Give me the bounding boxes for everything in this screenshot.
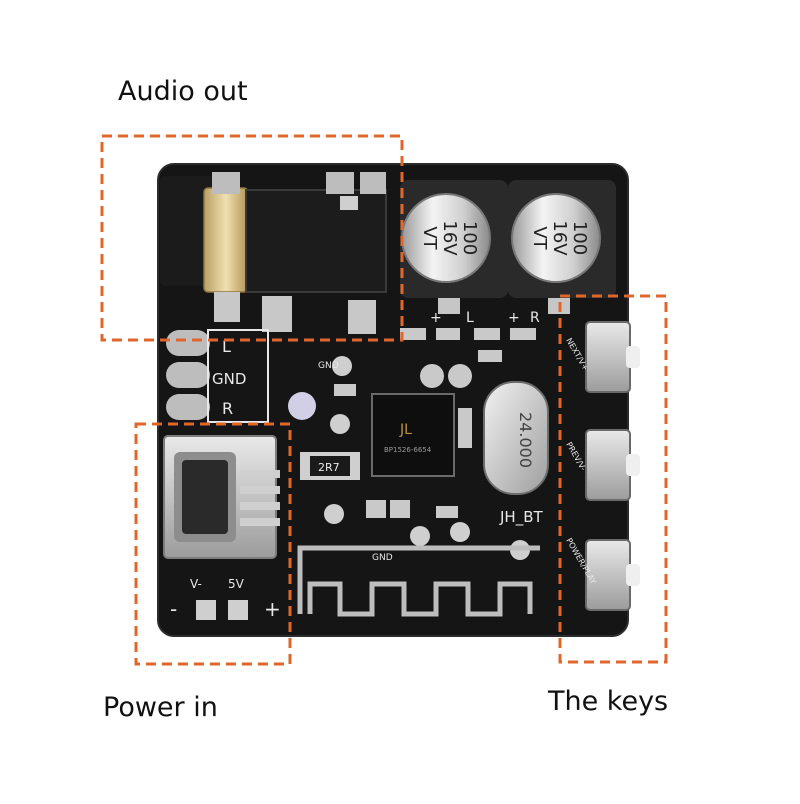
power-in-label: Power in	[103, 692, 218, 723]
power-pads: V- 5V - +	[170, 577, 281, 621]
power-label-5v: 5V	[228, 577, 245, 591]
model-label: JH_BT	[499, 508, 543, 527]
capacitor-right: 100 16V VT	[508, 180, 616, 314]
cap-right-line2: 16V	[549, 220, 570, 256]
bluetooth-chip: JL BP1526-6654	[371, 393, 455, 477]
audio-out-label: Audio out	[118, 76, 248, 107]
power-label-minus: V-	[190, 577, 202, 591]
polarity-l: L	[466, 310, 474, 326]
pin-label-gnd: GND	[212, 370, 246, 388]
pin-label-r: R	[222, 399, 233, 418]
polarity-plus-r: +	[508, 310, 520, 326]
polarity-plus-l: +	[430, 310, 442, 326]
cap-left-line2: 16V	[439, 220, 460, 256]
chip-mark: JL	[399, 422, 412, 438]
audio-out-callout-box	[100, 134, 404, 342]
crystal-oscillator: 24.000	[483, 381, 549, 495]
side-keys: NEXT/V+ PREV/V- POWER/PLAY	[564, 321, 640, 611]
power-sign-plus: +	[264, 597, 281, 621]
the-keys-label: The keys	[548, 686, 669, 717]
cap-right-line1: 100	[569, 221, 590, 255]
cap-left-line1: 100	[459, 221, 480, 255]
micro-usb-port	[163, 435, 280, 559]
chip-code: BP1526-6654	[384, 446, 432, 454]
capacitor-left: 100 16V VT	[400, 180, 508, 314]
polarity-r: R	[530, 310, 540, 326]
cap-left-line3: VT	[419, 226, 440, 250]
power-in-callout-box	[134, 422, 292, 666]
keys-callout-box	[558, 294, 668, 664]
antenna-trace	[297, 545, 540, 617]
power-sign-minus: -	[170, 597, 177, 621]
inductor-label: 2R7	[318, 461, 340, 474]
pin-label-l: L	[222, 337, 231, 356]
gnd-label: GND	[318, 361, 339, 371]
cap-right-line3: VT	[529, 226, 550, 250]
audio-jack	[160, 172, 387, 334]
audio-pin-header: L GND R	[166, 329, 269, 423]
inductor: 2R7	[300, 452, 360, 480]
gnd-label-2: GND	[372, 553, 393, 563]
crystal-label: 24.000	[516, 412, 535, 468]
